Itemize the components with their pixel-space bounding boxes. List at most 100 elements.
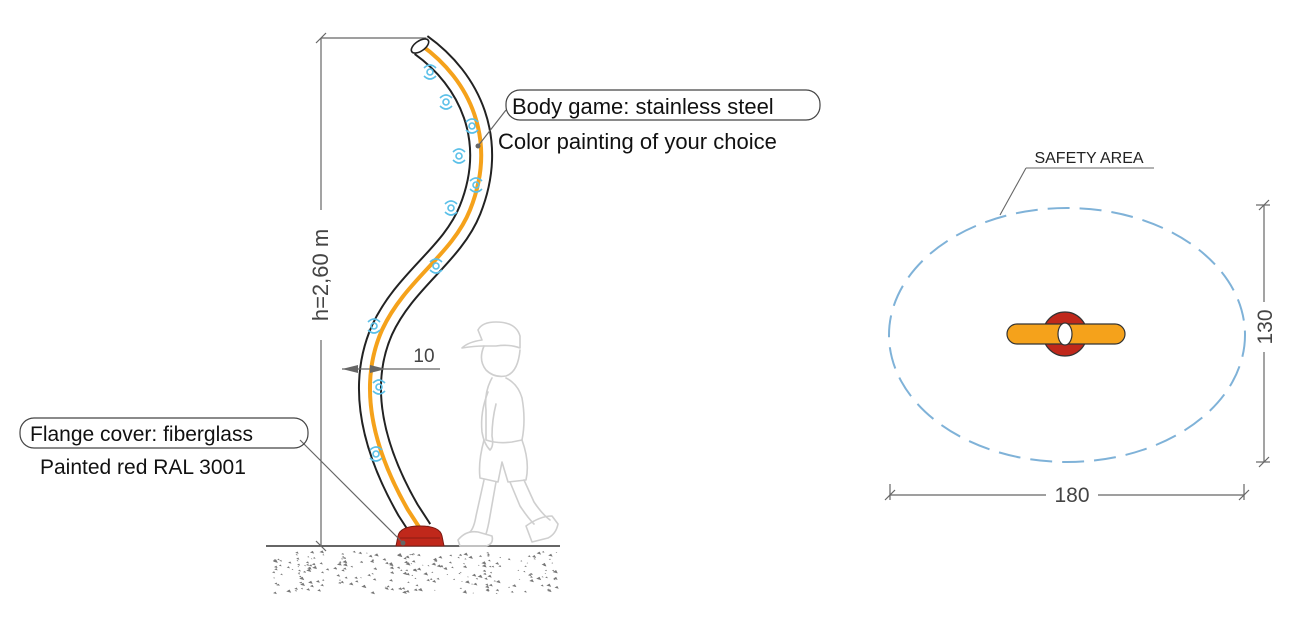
gravel-speck <box>495 562 500 565</box>
gravel-speck <box>338 579 341 581</box>
nozzle-icon <box>429 258 443 274</box>
gravel-speck <box>540 584 544 587</box>
gravel-speck <box>526 562 529 564</box>
gravel-speck <box>471 573 477 577</box>
gravel-speck <box>396 566 401 569</box>
gravel-speck <box>473 582 478 586</box>
gravel-speck <box>541 551 545 553</box>
gravel-speck <box>407 581 410 584</box>
gravel-speck <box>300 582 305 587</box>
gravel-speck <box>402 587 405 589</box>
gravel-speck <box>307 556 310 558</box>
gravel-speck <box>306 568 312 572</box>
gravel-speck <box>411 574 414 577</box>
gravel-speck <box>299 576 305 581</box>
gravel-speck <box>458 572 461 575</box>
gravel-speck <box>417 588 423 592</box>
gravel-speck <box>529 579 534 583</box>
gravel-speck <box>410 563 413 565</box>
gravel-speck <box>341 569 345 572</box>
gravel-speck <box>368 554 373 558</box>
gravel-speck <box>421 564 424 566</box>
gravel-speck <box>361 584 367 589</box>
gravel-speck <box>336 574 341 577</box>
gravel-speck <box>446 574 449 576</box>
gravel-speck <box>551 562 554 564</box>
body-label-subtitle: Color painting of your choice <box>498 129 777 154</box>
gravel-speck <box>341 556 345 558</box>
gravel-speck <box>352 550 356 553</box>
gravel-speck <box>432 580 437 583</box>
gravel-speck <box>374 553 379 557</box>
gravel-speck <box>342 563 348 567</box>
gravel-speck <box>371 572 374 575</box>
gravel-speck <box>548 553 553 557</box>
gravel-speck <box>398 587 403 591</box>
gravel-speck <box>433 589 436 591</box>
gravel-speck <box>389 579 393 582</box>
gravel-speck <box>297 569 301 572</box>
water-pole <box>358 35 494 537</box>
plan-view: SAFETY AREA 180 130 <box>884 150 1277 507</box>
gravel-speck <box>335 567 338 569</box>
nozzle-icon <box>469 177 483 193</box>
gravel-speck <box>431 562 436 566</box>
gravel-speck <box>529 575 533 578</box>
gravel-speck <box>279 559 282 562</box>
gravel-speck <box>524 565 527 568</box>
gravel-speck <box>405 572 410 576</box>
gravel-speck <box>464 590 467 592</box>
gravel-speck <box>443 567 448 571</box>
gravel-speck <box>296 557 300 560</box>
gravel-speck <box>429 578 433 581</box>
gravel-speck <box>426 579 430 582</box>
gravel-speck <box>413 588 418 592</box>
gravel-speck <box>342 560 348 564</box>
gravel-speck <box>465 580 470 584</box>
gravel-speck <box>405 555 410 559</box>
gravel-speck <box>491 565 495 568</box>
gravel-speck <box>297 572 301 575</box>
gravel-speck <box>386 585 390 588</box>
gravel-speck <box>416 553 421 557</box>
gravel-speck <box>370 591 375 595</box>
gravel-speck <box>297 563 301 566</box>
gravel-speck <box>427 565 430 567</box>
gravel-speck <box>307 566 312 570</box>
gravel-speck <box>436 564 442 568</box>
gravel-speck <box>488 565 492 568</box>
gravel-speck <box>322 554 325 556</box>
gravel-speck <box>477 574 483 579</box>
gravel-speck <box>369 560 375 563</box>
gravel-speck <box>310 558 313 560</box>
gravel-speck <box>278 564 282 567</box>
gravel-speck <box>354 576 358 579</box>
gravel-speck <box>319 550 325 554</box>
gravel-speck <box>337 562 342 566</box>
safety-callout <box>999 167 1154 216</box>
gravel-speck <box>390 571 395 574</box>
gravel-speck <box>273 577 275 579</box>
gravel-speck <box>390 588 395 591</box>
gravel-speck <box>536 551 542 555</box>
diameter-dimension <box>342 365 440 373</box>
gravel-speck <box>412 553 415 555</box>
gravel-speck <box>510 590 514 593</box>
flange-label-subtitle: Painted red RAL 3001 <box>40 456 246 479</box>
gravel-speck <box>533 558 536 560</box>
gravel-speck <box>432 557 438 561</box>
gravel-speck <box>488 583 493 587</box>
gravel-speck <box>305 561 310 564</box>
gravel-speck <box>433 563 436 565</box>
gravel-speck <box>467 576 469 578</box>
gravel-speck <box>413 569 417 572</box>
gravel-speck <box>317 589 321 592</box>
gravel-speck <box>545 576 548 579</box>
nozzle-icon <box>439 94 453 110</box>
gravel-speck <box>484 577 488 580</box>
gravel-speck <box>498 565 502 568</box>
gravel-speck <box>459 587 462 590</box>
child-figure <box>457 321 559 547</box>
gravel-speck <box>547 589 552 593</box>
